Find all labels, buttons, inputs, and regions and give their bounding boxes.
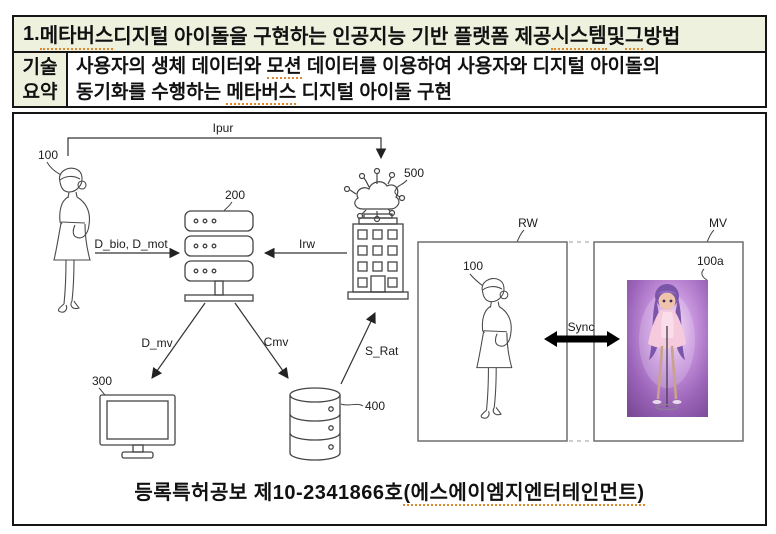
label-db-400: 400: [365, 399, 385, 413]
leader-mv: [706, 229, 715, 243]
label-cloud-500: 500: [404, 166, 424, 180]
summary-label-line1: 기술: [22, 56, 58, 78]
publication-number-line: 등록특허공보 제10-2341866호(에스에이엠지엔터테인먼트): [134, 482, 645, 506]
leader-server-200: [223, 201, 233, 212]
label-srat: S_Rat: [365, 344, 399, 358]
monitor-icon: [99, 394, 176, 459]
rw-box: [417, 241, 568, 442]
label-mv: MV: [709, 216, 727, 230]
summary-label-line2: 요약: [22, 81, 58, 103]
patent-diagram: Ipur 100 D_bio, D_mot 200: [38, 121, 744, 461]
summary-label-cell: 기술 요약: [14, 53, 68, 106]
label-rw: RW: [518, 216, 538, 230]
summary-text-line1: 사용자의 생체 데이터와 모션 데이터를 이용하여 사용자와 디지털 아이돌의: [76, 55, 661, 79]
label-sync: Sync: [568, 320, 595, 334]
arrow-cmv: [234, 302, 289, 379]
label-dmv: D_mv: [141, 336, 172, 350]
label-idol-100a: 100a: [697, 254, 724, 268]
patent-header-table: 1. 메타버스 디지털 아이돌을 구현하는 인공지능 기반 플랫폼 제공 시스템…: [12, 15, 767, 108]
summary-text-line2: 동기화를 수행하는 메타버스 디지털 아이돌 구현: [76, 81, 453, 105]
leader-rw: [516, 229, 525, 243]
summary-text-cell: 사용자의 생체 데이터와 모션 데이터를 이용하여 사용자와 디지털 아이돌의 …: [68, 53, 765, 106]
user-figure: [53, 167, 91, 313]
rw-user-figure: [476, 277, 513, 419]
summary-row: 기술 요약 사용자의 생체 데이터와 모션 데이터를 이용하여 사용자와 디지털…: [14, 53, 765, 106]
label-rw-user-100: 100: [463, 259, 483, 273]
leader-cloud-500: [394, 179, 408, 198]
sync-arrow: [544, 331, 620, 347]
label-server-200: 200: [225, 188, 245, 202]
box-join-dashes: [569, 241, 592, 442]
arrow-ipur: [67, 137, 387, 160]
leader-user-100: [46, 161, 62, 176]
patent-figure-box: Ipur 100 D_bio, D_mot 200: [12, 112, 767, 526]
label-monitor-300: 300: [92, 374, 112, 388]
label-irw: Irw: [299, 237, 315, 251]
label-user-100: 100: [38, 148, 58, 162]
server-icon: [184, 210, 254, 302]
label-cmv: Cmv: [264, 335, 289, 349]
leader-db-400: [340, 403, 364, 407]
leader-rw-user-100: [469, 273, 484, 287]
leader-idol-100a: [701, 268, 708, 281]
label-ipur: Ipur: [213, 121, 234, 135]
arrow-srat: [340, 312, 376, 385]
arrow-dmv: [151, 302, 206, 379]
ai-cloud-icon: [343, 167, 406, 223]
patent-title: 1. 메타버스 디지털 아이돌을 구현하는 인공지능 기반 플랫폼 제공 시스템…: [14, 17, 765, 53]
label-dbio-dmot: D_bio, D_mot: [94, 237, 168, 251]
database-icon: [289, 387, 341, 461]
leader-monitor-300: [98, 387, 106, 396]
idol-image: [627, 280, 708, 417]
building-icon: [347, 213, 409, 300]
